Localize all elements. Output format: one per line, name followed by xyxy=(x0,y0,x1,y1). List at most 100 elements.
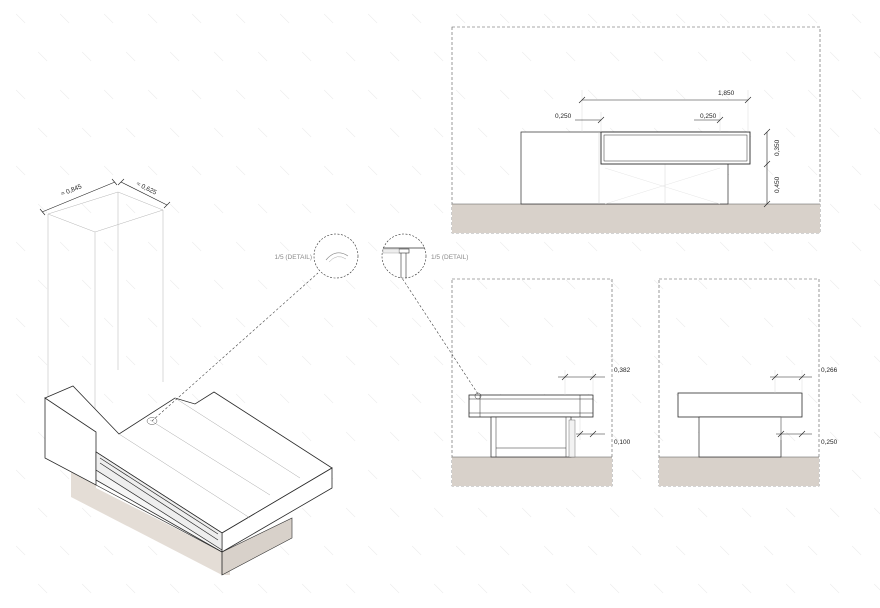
hatch-mark xyxy=(169,203,180,214)
hatch-mark xyxy=(345,279,356,290)
hatch-mark xyxy=(785,355,796,366)
hatch-mark xyxy=(191,13,202,24)
hatch-mark xyxy=(15,545,26,556)
hatch-mark xyxy=(763,13,774,24)
hatch-mark xyxy=(631,393,642,404)
hatch-mark xyxy=(829,127,840,138)
hatch-mark xyxy=(763,241,774,252)
hatch-mark xyxy=(609,51,620,62)
side-right-dim-bottom: 0,250 xyxy=(821,439,838,446)
hatch-mark xyxy=(301,127,312,138)
hatch-mark xyxy=(345,583,356,594)
hatch-mark xyxy=(37,583,48,594)
hatch-mark xyxy=(389,127,400,138)
hatch-mark xyxy=(169,279,180,290)
hatch-mark xyxy=(697,279,708,290)
hatch-mark xyxy=(301,51,312,62)
hatch-mark xyxy=(323,317,334,328)
hatch-mark xyxy=(587,89,598,100)
hatch-mark xyxy=(389,507,400,518)
hatch-mark xyxy=(873,127,880,135)
hatch-mark xyxy=(851,545,862,556)
hatch-mark xyxy=(37,355,48,366)
hatch-mark xyxy=(873,51,880,59)
hatch-mark xyxy=(367,393,378,404)
hatch-mark xyxy=(389,279,400,290)
hatch-mark xyxy=(15,165,26,176)
hatch-mark xyxy=(147,393,158,404)
hatch-mark xyxy=(829,203,840,214)
side-right-dim-lines xyxy=(770,373,812,438)
side-left-ground xyxy=(452,457,612,486)
hatch-mark xyxy=(103,241,114,252)
hatch-mark xyxy=(125,127,136,138)
hatch-mark xyxy=(169,127,180,138)
hatch-mark xyxy=(697,507,708,518)
hatch-mark xyxy=(125,279,136,290)
hatch-mark xyxy=(433,279,444,290)
hatch-mark xyxy=(59,469,70,480)
hatch-mark xyxy=(103,13,114,24)
hatch-mark xyxy=(785,583,796,594)
hatch-mark xyxy=(763,89,774,100)
hatch-mark xyxy=(81,355,92,366)
hatch-mark xyxy=(389,355,400,366)
hatch-mark xyxy=(279,545,290,556)
hatch-mark xyxy=(763,545,774,556)
hatch-mark xyxy=(455,545,466,556)
hatch-mark xyxy=(851,13,862,24)
hatch-mark xyxy=(15,241,26,252)
hatch-mark xyxy=(191,89,202,100)
hatch-mark xyxy=(851,393,862,404)
side-left-dim-top: 0,382 xyxy=(614,367,631,374)
hatch-mark xyxy=(125,51,136,62)
hatch-mark xyxy=(345,355,356,366)
hatch-mark xyxy=(279,13,290,24)
hatch-mark xyxy=(389,51,400,62)
detail-leaders xyxy=(151,272,479,422)
counter-recess xyxy=(95,451,223,553)
hatch-mark xyxy=(851,469,862,480)
hatch-mark xyxy=(455,89,466,100)
hatch-mark xyxy=(763,165,774,176)
hatch-mark xyxy=(367,89,378,100)
hatch-mark xyxy=(213,279,224,290)
hatch-mark xyxy=(543,89,554,100)
hatch-mark xyxy=(59,545,70,556)
hatch-mark xyxy=(477,583,488,594)
hatch-mark xyxy=(785,51,796,62)
hatch-mark xyxy=(279,317,290,328)
hatch-mark xyxy=(477,51,488,62)
front-ground xyxy=(452,204,820,233)
hatch-mark xyxy=(719,317,730,328)
hatch-mark xyxy=(499,545,510,556)
hatch-mark xyxy=(125,355,136,366)
hatch-mark xyxy=(323,545,334,556)
hatch-mark xyxy=(213,51,224,62)
hatch-mark xyxy=(301,355,312,366)
hatch-mark xyxy=(653,431,664,442)
hatch-mark xyxy=(15,317,26,328)
hatch-mark xyxy=(15,393,26,404)
hatch-mark xyxy=(15,89,26,100)
hatch-mark xyxy=(257,583,268,594)
hatch-mark xyxy=(653,279,664,290)
hatch-mark xyxy=(257,203,268,214)
hatch-mark xyxy=(279,393,290,404)
front-dim-right: 0,250 xyxy=(700,113,717,120)
hatch-mark xyxy=(741,583,752,594)
hatch-mark xyxy=(345,51,356,62)
hatch-mark xyxy=(741,507,752,518)
hatch-mark xyxy=(345,127,356,138)
hatch-mark xyxy=(477,127,488,138)
hatch-mark xyxy=(147,317,158,328)
hatch-mark xyxy=(873,355,880,363)
hatch-mark xyxy=(521,583,532,594)
hatch-mark xyxy=(785,127,796,138)
hatch-mark xyxy=(411,545,422,556)
hatch-mark xyxy=(565,51,576,62)
hatch-mark xyxy=(257,355,268,366)
hatch-mark xyxy=(389,583,400,594)
hatch-mark xyxy=(367,469,378,480)
